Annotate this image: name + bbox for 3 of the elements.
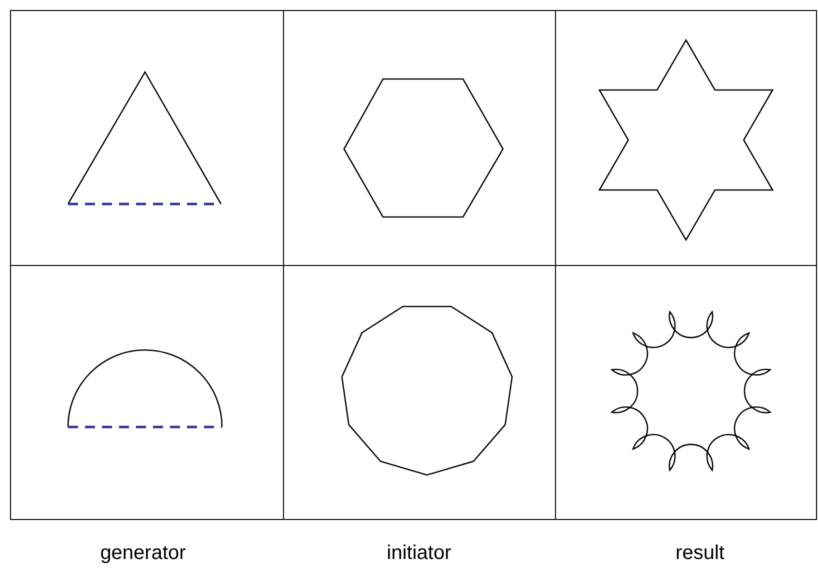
column-label: result [676, 542, 724, 565]
column-label: generator [100, 542, 186, 565]
column-label: initiator [386, 542, 452, 565]
